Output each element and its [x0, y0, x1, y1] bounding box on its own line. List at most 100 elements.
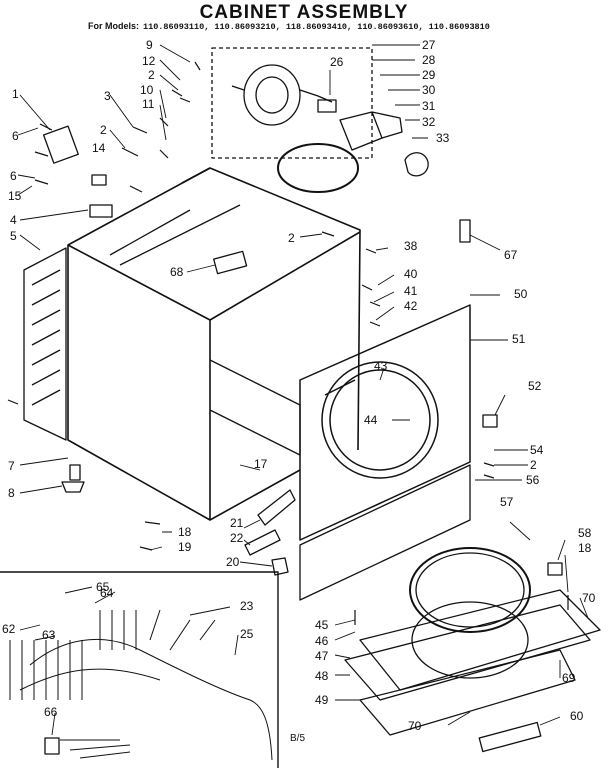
part-14-clip	[91, 174, 107, 186]
callout-18: 18	[178, 525, 192, 539]
idler-bracket	[339, 111, 383, 151]
part-67-latch	[459, 219, 471, 243]
callout-46: 46	[315, 634, 329, 648]
part-58-block	[547, 562, 563, 576]
callout-42: 42	[404, 299, 418, 313]
callout-44: 44	[364, 413, 378, 427]
part-8-foot	[61, 481, 85, 493]
callout-2d: 2	[530, 458, 537, 472]
callout-65: 65	[96, 580, 110, 594]
drive-motor	[231, 64, 337, 126]
slider-60	[478, 721, 542, 753]
motor-group-box	[211, 47, 373, 159]
callout-11: 11	[142, 97, 155, 111]
callout-51: 51	[512, 332, 526, 346]
leader-lines	[17, 44, 589, 736]
callout-45: 45	[315, 618, 329, 632]
callout-18b: 18	[578, 541, 592, 555]
callout-17: 17	[254, 457, 268, 471]
callout-70: 70	[582, 591, 596, 605]
callout-2c: 2	[288, 231, 295, 245]
wiring-harness-box	[0, 571, 279, 768]
callout-6: 6	[12, 129, 19, 143]
part-4-clip	[89, 204, 113, 218]
callout-50: 50	[514, 287, 528, 301]
part-1-plate	[42, 125, 79, 164]
callout-38: 38	[404, 239, 418, 253]
callout-31: 31	[422, 99, 436, 113]
callout-64: 64	[100, 586, 114, 600]
callout-7: 7	[8, 459, 15, 473]
callout-4: 4	[10, 213, 17, 227]
callout-14: 14	[92, 141, 106, 155]
callout-52: 52	[528, 379, 542, 393]
toe-kick-panel	[299, 464, 471, 601]
callout-26: 26	[330, 55, 344, 69]
base-tray	[359, 649, 576, 736]
callout-62: 62	[2, 622, 16, 636]
side-panel-left	[23, 247, 67, 441]
callout-60: 60	[570, 709, 584, 723]
callout-63: 63	[42, 628, 56, 642]
callout-19: 19	[178, 540, 192, 554]
wiring-harness	[9, 609, 273, 761]
base-plate	[344, 604, 591, 701]
callout-5: 5	[10, 229, 17, 243]
cabinet-body	[67, 167, 361, 521]
callout-56: 56	[526, 473, 540, 487]
part-7-leg	[69, 464, 81, 481]
callout-40: 40	[404, 267, 418, 281]
callout-12: 12	[142, 54, 156, 68]
callout-1: 1	[12, 87, 19, 101]
part-20-bracket	[271, 557, 289, 576]
callout-2: 2	[148, 68, 155, 82]
callout-10: 10	[140, 83, 154, 97]
drum-belt	[277, 143, 359, 193]
screws	[7, 61, 569, 625]
models-label: For Models:	[88, 21, 139, 31]
callout-15: 15	[8, 189, 22, 203]
callout-67: 67	[504, 248, 518, 262]
callout-49: 49	[315, 693, 329, 707]
callout-27: 27	[422, 38, 436, 52]
callout-8: 8	[8, 486, 15, 500]
part-52-bumper	[482, 414, 498, 428]
callout-2b: 2	[100, 123, 107, 137]
callout-58: 58	[578, 526, 592, 540]
callout-30: 30	[422, 83, 436, 97]
front-panel	[299, 304, 471, 541]
callout-48: 48	[315, 669, 329, 683]
callout-41: 41	[404, 284, 418, 298]
callout-70b: 70	[408, 719, 422, 733]
callout-20: 20	[226, 555, 240, 569]
diagram-title: Cabinet Assembly	[199, 2, 409, 23]
page-code: B/5	[290, 733, 306, 744]
idler-arm	[371, 111, 403, 139]
callout-33: 33	[436, 131, 450, 145]
callout-28: 28	[422, 53, 436, 67]
model-numbers: For Models: 110.86093110, 110.86093210, 1…	[88, 21, 490, 32]
callout-labels: 9 27 12 26 28 2 29 10 30 11 31 32 33 1 3…	[2, 38, 596, 733]
callout-6b: 6	[10, 169, 17, 183]
callout-54: 54	[530, 443, 544, 457]
part-66-plug	[44, 737, 60, 755]
door-seal-ring	[409, 547, 531, 633]
callout-66: 66	[44, 705, 58, 719]
callout-32: 32	[422, 115, 436, 129]
callout-29: 29	[422, 68, 436, 82]
bottom-panel	[359, 589, 601, 691]
callout-23: 23	[240, 599, 254, 613]
part-21-bracket	[257, 489, 296, 526]
idler-pulley	[404, 152, 429, 177]
callout-9: 9	[146, 38, 153, 52]
callout-3: 3	[104, 89, 111, 103]
callout-68: 68	[170, 265, 184, 279]
callout-47: 47	[315, 649, 329, 663]
callout-57: 57	[500, 495, 514, 509]
callout-69: 69	[562, 671, 576, 685]
cabinet-base	[209, 359, 301, 456]
models-list: 110.86093110, 110.86093210, 118.86093410…	[143, 22, 490, 32]
callout-22: 22	[230, 531, 244, 545]
callout-43: 43	[374, 359, 388, 373]
